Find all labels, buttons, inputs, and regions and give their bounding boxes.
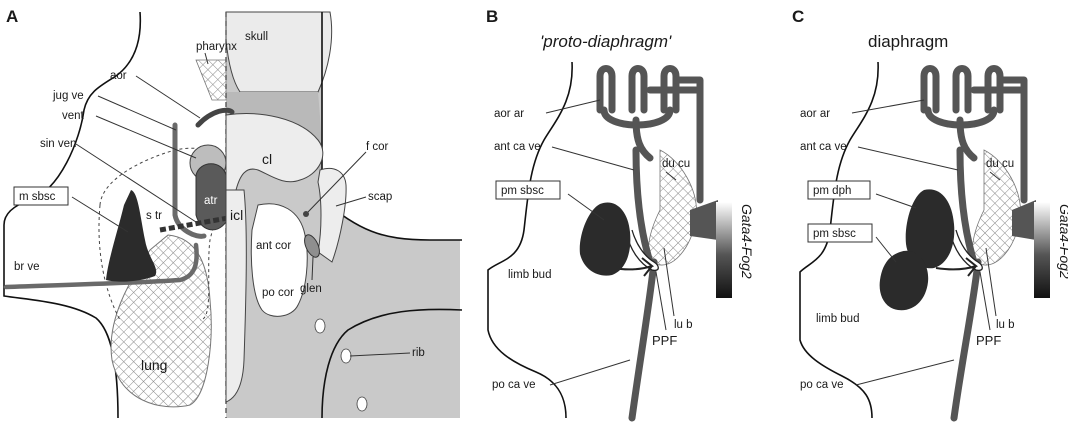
po-ca-ve-c	[954, 262, 978, 418]
label-pm-sbsc-c: pm sbsc	[813, 228, 856, 240]
label-skull: skull	[245, 31, 268, 43]
label-po-cor: po cor	[262, 287, 294, 299]
panel-b: B 'proto-diaphragm'	[486, 7, 755, 418]
label-br-ve: br ve	[14, 261, 40, 273]
m-sbsc-muscle	[106, 190, 156, 282]
pharynx	[196, 60, 226, 100]
lead-ant-ca-ve-b	[552, 147, 634, 170]
label-glen: glen	[300, 283, 322, 295]
label-cl: cl	[262, 151, 272, 167]
lead-aor-ar-c	[852, 100, 924, 113]
lead-aor-ar-b	[546, 100, 600, 113]
lead-ant-ca-ve-c	[858, 147, 958, 170]
label-gata4-b: Gata4-Fog2	[739, 204, 755, 279]
lead-ppf-c	[980, 272, 990, 330]
panel-a: A	[4, 7, 462, 418]
panel-b-letter: B	[486, 7, 498, 26]
rib-1	[315, 319, 325, 333]
label-pm-dph-c: pm dph	[813, 185, 851, 197]
label-ppf-b: PPF	[652, 333, 677, 348]
label-lu-b-c: lu b	[996, 319, 1015, 331]
label-aor-ar-b: aor ar	[494, 108, 524, 120]
label-ppf-c: PPF	[976, 333, 1001, 348]
panel-c: C diaphragm aor ar ant ca ve	[792, 7, 1068, 418]
label-du-cu-c: du cu	[986, 158, 1014, 170]
gata4-gradient-b	[716, 202, 732, 298]
label-du-cu-b: du cu	[662, 158, 690, 170]
lead-ppf-b	[656, 272, 666, 330]
lead-jug-ve	[98, 96, 176, 130]
label-aor: aor	[110, 70, 127, 82]
label-vent: vent	[62, 110, 85, 122]
lead-vent	[96, 116, 196, 158]
lead-po-ca-ve-b	[550, 360, 630, 385]
label-rib: rib	[412, 347, 425, 359]
label-limb-bud-c: limb bud	[816, 313, 859, 325]
label-atr: atr	[204, 195, 218, 207]
label-pm-sbsc-b: pm sbsc	[501, 185, 544, 197]
rib-3	[357, 397, 367, 411]
label-ant-ca-ve-c: ant ca ve	[800, 141, 847, 153]
lead-pm-dph-c	[876, 194, 916, 208]
label-pharynx: pharynx	[196, 41, 237, 53]
po-ca-ve-b	[632, 262, 654, 418]
label-sin-ven: sin ven	[40, 138, 76, 150]
label-s-tr: s tr	[146, 210, 162, 222]
label-limb-bud-b: limb bud	[508, 269, 551, 281]
label-lu-b-b: lu b	[674, 319, 693, 331]
rib-2	[341, 349, 351, 363]
label-f-cor: f cor	[366, 141, 389, 153]
label-ant-ca-ve-b: ant ca ve	[494, 141, 541, 153]
label-m-sbsc: m sbsc	[19, 191, 56, 203]
panel-c-letter: C	[792, 7, 804, 26]
lead-aor	[136, 76, 200, 118]
label-ant-cor: ant cor	[256, 240, 291, 252]
gata4-gradient-c	[1034, 202, 1050, 298]
panel-a-letter: A	[6, 7, 18, 26]
pm-sbsc-muscle-c	[880, 251, 929, 310]
panel-b-title: 'proto-diaphragm'	[540, 32, 672, 51]
panel-c-title: diaphragm	[868, 32, 948, 51]
label-po-ca-ve-c: po ca ve	[800, 379, 843, 391]
coracoid	[251, 204, 307, 317]
label-icl: icl	[230, 207, 243, 223]
lead-pm-sbsc-c	[876, 237, 896, 262]
lead-po-ca-ve-c	[856, 360, 954, 385]
label-gata4-c: Gata4-Fog2	[1057, 204, 1068, 279]
label-jug-ve: jug ve	[52, 90, 84, 102]
label-aor-ar-c: aor ar	[800, 108, 830, 120]
label-scap: scap	[368, 191, 392, 203]
label-lung: lung	[141, 357, 167, 373]
pm-sbsc-muscle-b	[580, 202, 631, 275]
label-po-ca-ve-b: po ca ve	[492, 379, 535, 391]
skull	[226, 12, 332, 92]
